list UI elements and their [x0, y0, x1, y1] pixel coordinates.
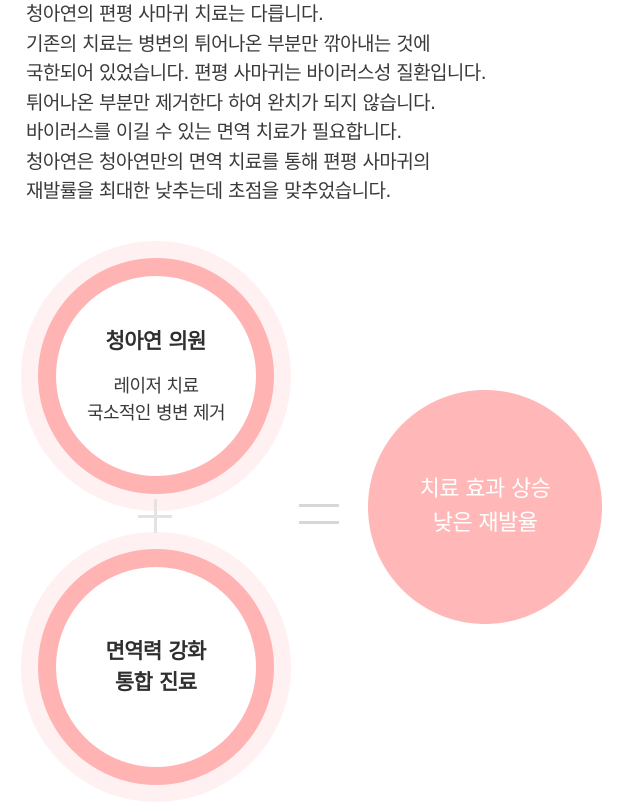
intro-line: 청아연은 청아연만의 면역 치료를 통해 편평 사마귀의 [26, 150, 431, 173]
immune-circle-line: 면역력 강화 [105, 639, 207, 663]
intro-line: 청아연의 편평 사마귀 치료는 다릅니다. [26, 3, 324, 25]
clinic-circle-sub: 국소적인 병변 제거 [87, 402, 226, 424]
equals-icon-bottom [299, 521, 339, 524]
intro-line: 기존의 치료는 병변의 튀어나온 부분만 깎아내는 것에 [26, 32, 431, 55]
immune-circle-line: 통합 진료 [115, 670, 197, 694]
result-circle-line: 치료 효과 상승 [419, 477, 551, 502]
plus-icon-vertical [154, 499, 157, 533]
result-circle: 치료 효과 상승 낮은 재발율 [368, 390, 602, 624]
immune-circle: 면역력 강화 통합 진료 [38, 549, 274, 785]
clinic-circle-title: 청아연 의원 [105, 328, 207, 353]
intro-line: 튀어나온 부분만 제거한다 하여 완치가 되지 않습니다. [26, 91, 436, 114]
intro-line: 바이러스를 이길 수 있는 면역 치료가 필요합니다. [26, 121, 402, 143]
clinic-circle-sub: 레이저 치료 [113, 375, 200, 397]
intro-text: 청아연의 편평 사마귀 치료는 다릅니다. 기존의 치료는 병변의 튀어나온 부… [26, 0, 626, 207]
clinic-circle: 청아연 의원 레이저 치료 국소적인 병변 제거 [38, 258, 274, 494]
equals-icon-top [299, 504, 339, 507]
intro-line: 국한되어 있었습니다. 편평 사마귀는 바이러스성 질환입니다. [26, 62, 487, 84]
intro-line: 재발률을 최대한 낮추는데 초점을 맞추었습니다. [26, 180, 391, 202]
result-circle-line: 낮은 재발율 [432, 511, 538, 536]
